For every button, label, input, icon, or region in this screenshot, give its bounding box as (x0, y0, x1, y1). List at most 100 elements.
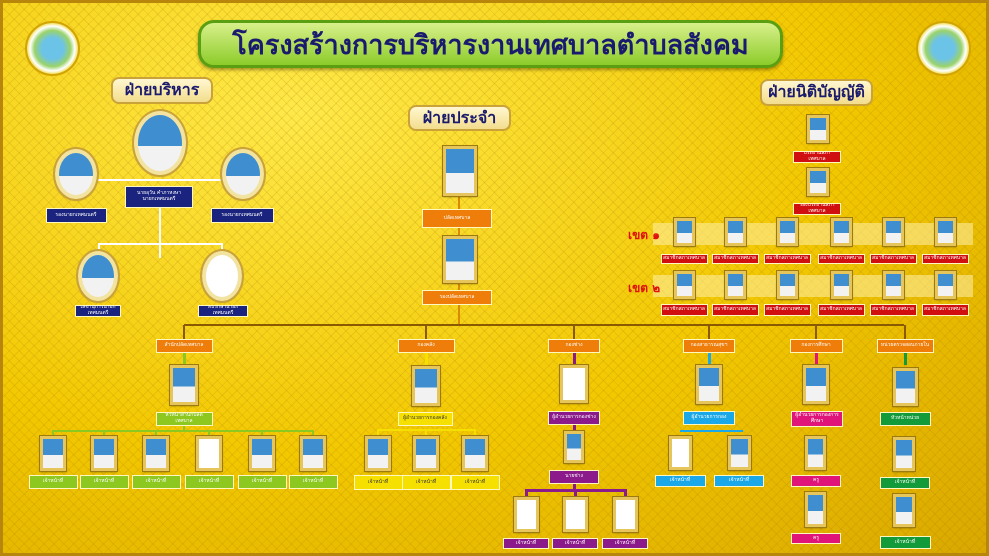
connector-line (98, 243, 223, 245)
dept-head-box: ผู้อำนวยการกองการศึกษา (791, 411, 843, 427)
staff-box: เจ้าหน้าที่ (184, 475, 234, 489)
staff-photo (364, 435, 392, 472)
dept-head-photo (559, 364, 589, 404)
connector-line (312, 430, 314, 436)
connector-line (474, 429, 476, 436)
staff-photo (726, 435, 752, 471)
mayor-photo (132, 109, 188, 177)
council-vice-box: รองประธานสภาเทศบาล (793, 203, 841, 215)
connector-line (815, 353, 818, 365)
page-title: โครงสร้างการบริหารงานเทศบาลตำบลสังคม (198, 20, 783, 68)
council-member-photo (672, 270, 696, 300)
connector-line (53, 430, 314, 432)
dept-head-photo (802, 364, 830, 405)
staff-box: เจ้าหน้าที่ (552, 538, 598, 549)
dept-head-photo (695, 364, 723, 405)
zone2-label: เขต ๒ (628, 281, 661, 295)
staff-photo (803, 491, 827, 528)
connector-line (425, 325, 427, 339)
connector-line (815, 325, 817, 339)
connector-line (708, 325, 710, 339)
staff-box: เจ้าหน้าที่ (288, 475, 338, 489)
council-member-box: สมาชิกสภาเทศบาล (660, 304, 708, 316)
council-member-box: สมาชิกสภาเทศบาล (711, 254, 759, 264)
connector-line (680, 430, 743, 432)
connector-line (573, 484, 576, 490)
clerk-name-box: ปลัดเทศบาล (422, 209, 492, 228)
council-member-photo (829, 217, 853, 247)
council-member-box: สมาชิกสภาเทศบาล (869, 254, 917, 264)
department-header: กองการศึกษา (789, 339, 843, 353)
zone2-band (653, 275, 973, 297)
staff-photo (803, 435, 827, 471)
staff-box: เจ้าหน้าที่ (79, 475, 129, 489)
council-member-photo (723, 217, 747, 247)
deputy-clerk-photo (442, 235, 478, 284)
staff-photo (142, 435, 170, 472)
dept-head-box: หัวหน้าหน่วย (879, 412, 931, 426)
staff-box: เจ้าหน้าที่ (602, 538, 648, 549)
staff-box: เจ้าหน้าที่ (654, 475, 706, 487)
connector-line (573, 353, 576, 365)
connector-line (221, 243, 223, 251)
connector-line (103, 430, 105, 436)
staff-box: เจ้าหน้าที่ (353, 475, 403, 490)
staff-box: เจ้าหน้าที่ (879, 536, 931, 549)
connector-line (904, 353, 907, 365)
connector-line (573, 425, 576, 431)
council-member-box: สมาชิกสภาเทศบาล (817, 304, 865, 316)
staff-photo (195, 435, 223, 472)
council-member-photo (881, 217, 905, 247)
council-member-photo (933, 217, 957, 247)
connector-line (98, 243, 100, 251)
advisor-photo (200, 249, 244, 303)
council-member-box: สมาชิกสภาเทศบาล (921, 254, 969, 264)
connector-line (708, 353, 711, 365)
staff-photo (299, 435, 327, 472)
label-line: นายอุวัน คำภาหงษา (136, 190, 182, 197)
staff-box: เจ้าหน้าที่ (503, 538, 549, 549)
label-line: นายกเทศมนตรี (142, 196, 176, 202)
council-chair-box: ประธานสภาเทศบาล (793, 151, 841, 163)
council-vice-photo (806, 167, 830, 197)
connector-line (183, 353, 186, 365)
council-member-box: สมาชิกสภาเทศบาล (660, 254, 708, 264)
advisor-name-box: ที่ปรึกษานายกเทศมนตรี (198, 305, 248, 317)
secretary-name-box: เลขานุการนายกเทศมนตรี (75, 305, 121, 317)
dept-head-box: ผู้อำนวยการกอง (683, 411, 735, 425)
secretary-photo (76, 249, 120, 303)
staff-photo (667, 435, 693, 471)
municipality-logo-right (916, 21, 971, 76)
staff-box: เจ้าหน้าที่ (401, 475, 451, 490)
connector-line (261, 430, 263, 436)
department-header: สำนักปลัดเทศบาล (155, 339, 213, 353)
connector-line (574, 489, 577, 497)
department-header: กองช่าง (548, 339, 600, 353)
staff-box: เจ้าหน้าที่ (880, 477, 930, 489)
staff-box: เจ้าหน้าที่ (714, 475, 764, 487)
section-executive: ฝ่ายบริหาร (111, 77, 213, 104)
staff-photo (512, 496, 540, 533)
connector-line (159, 208, 161, 258)
zone1-band (653, 223, 973, 245)
department-header: กองสาธารณสุขฯ (683, 339, 735, 353)
staff-box: เจ้าหน้าที่ (28, 475, 78, 489)
staff-box: ครู (791, 533, 841, 544)
council-member-photo (881, 270, 905, 300)
council-member-photo (775, 217, 799, 247)
staff-photo (39, 435, 67, 472)
staff-photo (412, 435, 440, 472)
section-legislative: ฝ่ายนิติบัญญัติ (760, 79, 873, 106)
municipality-logo-left (25, 21, 80, 76)
connector-line (183, 426, 185, 431)
council-member-photo (775, 270, 799, 300)
connector-line (624, 489, 627, 497)
connector-line (425, 353, 428, 365)
connector-line (155, 430, 157, 436)
council-member-box: สมาชิกสภาเทศบาล (817, 254, 865, 264)
dept-head-box: ผู้อำนวยการกองคลัง (397, 412, 453, 426)
council-chair-photo (806, 114, 830, 144)
department-header: กองคลัง (397, 339, 455, 353)
dept-head-photo (169, 364, 199, 406)
council-member-box: สมาชิกสภาเทศบาล (763, 304, 811, 316)
